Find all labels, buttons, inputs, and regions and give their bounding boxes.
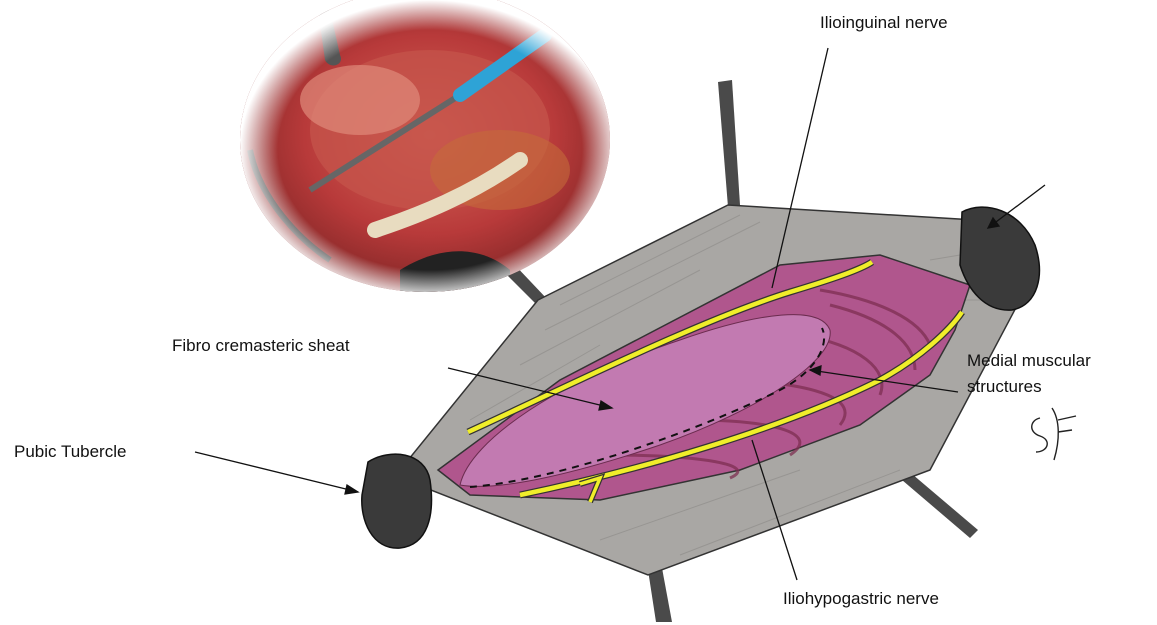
label-fibro-cremasteric-sheat: Fibro cremasteric sheat [172,335,350,357]
label-medial-muscular-line2: structures [967,376,1042,398]
label-iliohypogastric-nerve: Iliohypogastric nerve [783,588,939,610]
artist-signature [1032,408,1076,460]
surgical-photo-inset [240,0,620,300]
label-medial-muscular-line1: Medial muscular [967,350,1091,372]
leader-pubic-tubercle [195,452,358,492]
pubic-tubercle-clamp [362,454,432,548]
retractor-bottom [648,568,672,622]
retractor-top [718,80,740,207]
label-ilioinguinal-nerve: Ilioinguinal nerve [820,12,948,34]
label-pubic-tubercle: Pubic Tubercle [14,441,126,463]
retractor-right [902,474,978,538]
